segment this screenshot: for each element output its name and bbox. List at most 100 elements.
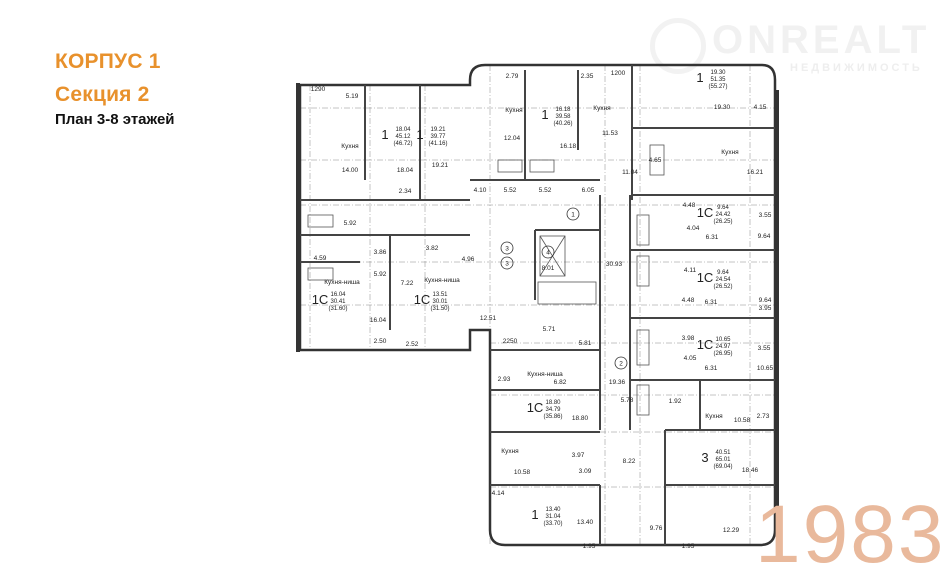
room-label: 3.98 [682, 335, 695, 342]
marker: 2 [619, 361, 623, 368]
room-label: 1.95 [682, 543, 695, 550]
room-label: 1.92 [669, 398, 682, 405]
total-area: 65.01 [715, 457, 731, 463]
room-label: 2.52 [406, 341, 419, 348]
room-label: 5.78 [621, 397, 634, 404]
total-area: 31.04 [545, 514, 561, 520]
room-label: 4.11 [684, 267, 697, 274]
apartment-type: 1С [414, 292, 431, 307]
room-label: 19.36 [609, 379, 626, 386]
room-label: 2.50 [374, 338, 387, 345]
living-area: 19.21 [430, 127, 446, 133]
room-label: 18.80 [572, 415, 589, 422]
room-label: 4.65 [649, 157, 662, 164]
room-label: 1.95 [583, 543, 596, 550]
year-logo: 1983 [755, 489, 941, 580]
total-area: 34.79 [545, 407, 561, 413]
room-label: Кухня [505, 107, 523, 114]
total-area: 51.35 [710, 77, 726, 83]
room-label: Кухня [705, 413, 723, 420]
total-area: 24.97 [715, 344, 731, 350]
room-label: 4.15 [754, 104, 767, 111]
living-area: 13.40 [545, 507, 561, 513]
room-label: Кухня-ниша [424, 277, 460, 284]
room-label: 13.40 [577, 519, 594, 526]
apartment-type: 3 [701, 450, 708, 465]
apartment-type: 1С [697, 270, 714, 285]
interior-walls [300, 65, 775, 545]
room-label: 14.00 [342, 167, 359, 174]
area-with-balcony: (46.72) [393, 141, 412, 147]
room-label: 8.01 [542, 265, 555, 272]
room-label: 2.93 [498, 376, 511, 383]
room-label: 4.48 [683, 202, 696, 209]
apartment-type: 1С [312, 292, 329, 307]
room-label: 1200 [611, 70, 626, 77]
room-label: 2250 [503, 338, 518, 345]
living-area: 18.80 [545, 400, 561, 406]
room-label: 5.92 [374, 271, 387, 278]
watermark-tagline: НЕДВИЖИМОСТЬ [790, 62, 923, 74]
room-label: Кухня [501, 448, 519, 455]
room-label: 6.05 [582, 187, 595, 194]
room-label: 3.95 [759, 305, 772, 312]
room-label: 5.52 [539, 187, 552, 194]
room-label: 11.53 [602, 130, 618, 137]
total-area: 39.77 [430, 134, 446, 140]
room-label: Кухня-ниша [324, 279, 360, 286]
room-label: 18.04 [397, 167, 414, 174]
living-area: 13.51 [432, 292, 448, 298]
room-label: Кухня-ниша [527, 371, 563, 378]
room-label: 5.19 [346, 93, 359, 100]
total-area: 45.12 [395, 134, 411, 140]
room-label: 2.34 [399, 188, 412, 195]
room-label: 6.31 [705, 299, 718, 306]
apartment-type: 1 [416, 127, 423, 142]
room-label: 3.97 [572, 452, 585, 459]
room-label: 1290 [311, 86, 326, 93]
room-label: 4.04 [687, 225, 700, 232]
living-area: 9.64 [717, 205, 729, 211]
area-with-balcony: (26.95) [713, 351, 732, 357]
apartment-type: 1 [381, 127, 388, 142]
watermark-brand: ONREALT [712, 18, 931, 62]
area-with-balcony: (26.25) [713, 219, 732, 225]
marker: 4 [546, 250, 550, 257]
room-label: 7.22 [401, 280, 414, 287]
room-label: 9.64 [759, 297, 772, 304]
room-label: 9.76 [650, 525, 663, 532]
room-label: 6.82 [554, 379, 567, 386]
room-label: 10.58 [514, 469, 531, 476]
room-labels: Кухня14.005.19129018.042.3419.215.923.86… [311, 70, 774, 550]
room-label: 2.73 [757, 413, 770, 420]
room-label: 19.21 [432, 162, 449, 169]
area-with-balcony: (69.04) [713, 464, 732, 470]
apartment-type: 1С [697, 337, 714, 352]
living-area: 19.30 [710, 70, 726, 76]
room-label: 3.55 [758, 345, 771, 352]
room-label: 18.46 [742, 467, 759, 474]
section-title: Секция 2 [55, 83, 150, 106]
total-area: 30.01 [432, 299, 448, 305]
total-area: 24.54 [715, 277, 731, 283]
living-area: 18.04 [395, 127, 411, 133]
area-with-balcony: (55.27) [708, 84, 727, 90]
room-label: 5.71 [543, 326, 556, 333]
outer-walls [296, 63, 779, 547]
room-label: 4.96 [462, 256, 475, 263]
room-label: 12.04 [504, 135, 521, 142]
area-with-balcony: (41.16) [428, 141, 447, 147]
room-label: 4.14 [492, 490, 505, 497]
living-area: 9.64 [717, 270, 729, 276]
living-area: 40.51 [715, 450, 731, 456]
room-label: 3.82 [426, 245, 439, 252]
room-label: Кухня [593, 105, 611, 112]
room-label: 6.31 [705, 365, 718, 372]
marker: 1 [571, 212, 575, 219]
room-label: 4.59 [314, 255, 327, 262]
room-label: 19.30 [714, 104, 731, 111]
area-with-balcony: (33.70) [543, 521, 562, 527]
area-with-balcony: (40.26) [553, 121, 572, 127]
